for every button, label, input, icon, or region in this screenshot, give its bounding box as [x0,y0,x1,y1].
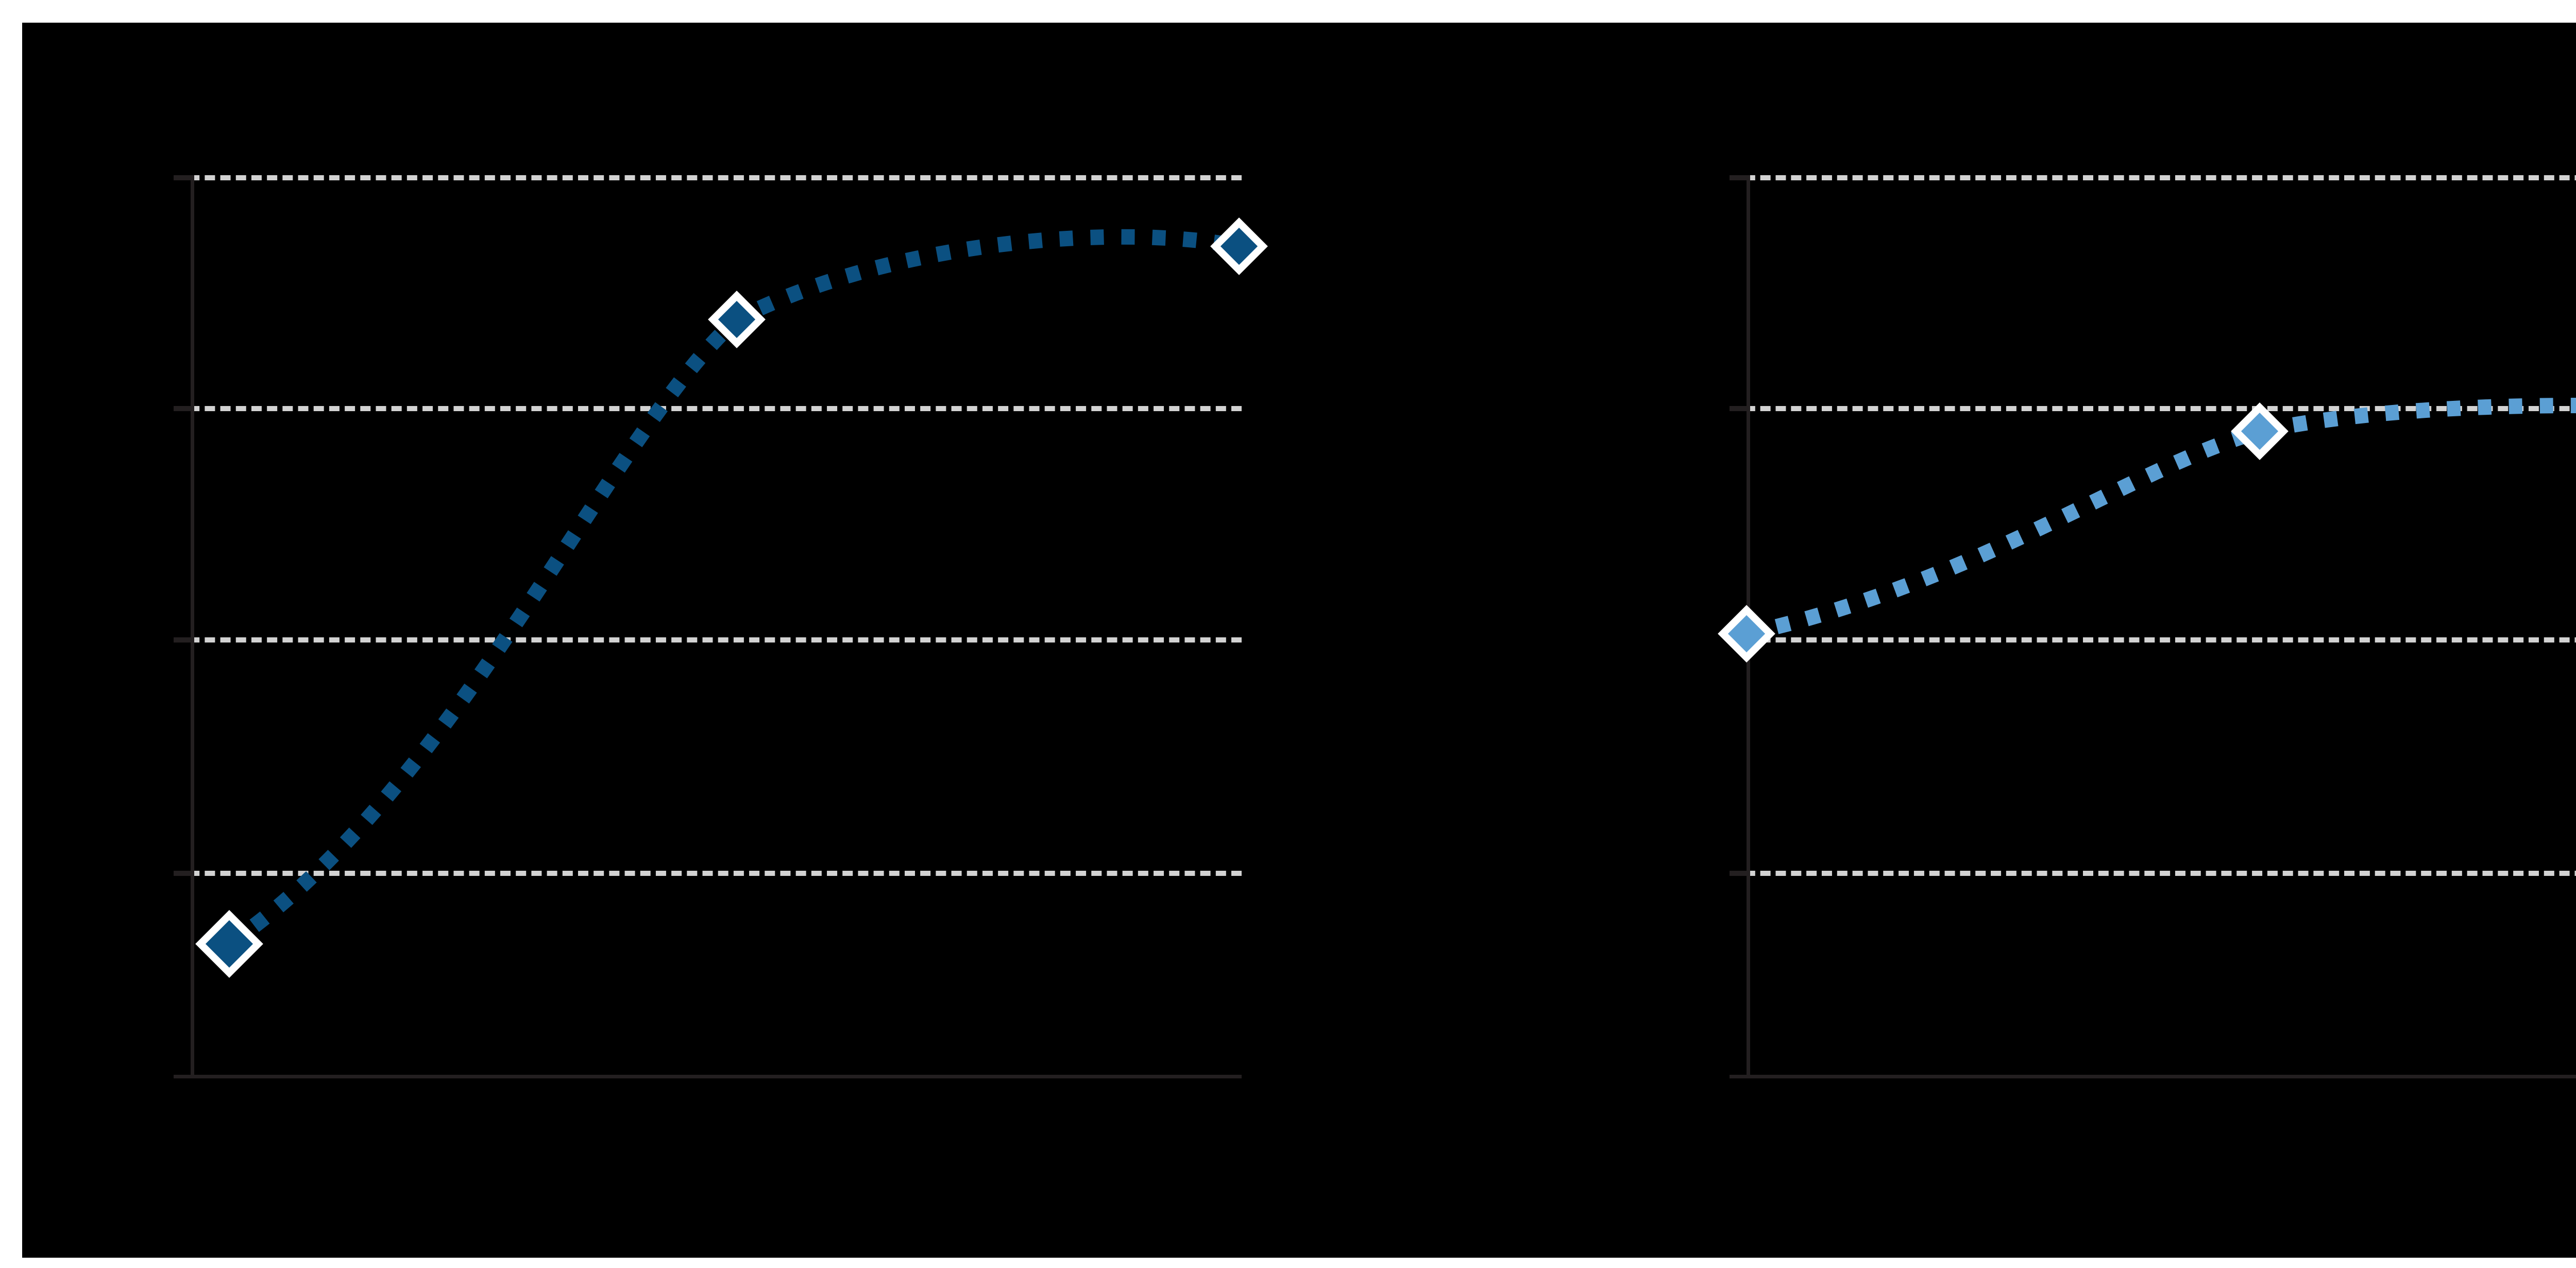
y-tick-right-3 [1730,637,1747,643]
gridline-right-1 [1730,175,2576,180]
gridline-right-3 [1730,637,2576,643]
x-axis-left [174,1075,1242,1078]
y-tick-left-3 [174,637,191,643]
data-marker-right-2 [2231,402,2289,460]
gridline-left-4 [174,871,1242,876]
y-tick-right-2 [1730,406,1747,411]
data-marker-left-3 [1210,217,1268,275]
y-axis-right [1747,175,1750,1078]
chart-panel-right [1412,23,2576,1258]
series-line-right [1744,398,2576,641]
gridline-right-4 [1730,871,2576,876]
plot-canvas [22,23,2576,1258]
y-tick-right-4 [1730,871,1747,876]
x-axis-right [1730,1075,2576,1078]
gridline-left-1 [174,175,1242,180]
y-tick-left-2 [174,406,191,411]
gridline-right-2 [1730,406,2576,411]
gridline-left-3 [174,637,1242,643]
y-tick-left-4 [174,871,191,876]
chart-panel-left [22,23,1412,1258]
data-marker-left-1 [195,910,263,978]
y-tick-right-1 [1730,175,1747,180]
y-axis-left [191,175,194,1078]
gridline-left-2 [174,406,1242,411]
y-tick-left-1 [174,175,191,180]
series-line-left [225,229,1241,951]
data-marker-left-2 [708,291,766,348]
